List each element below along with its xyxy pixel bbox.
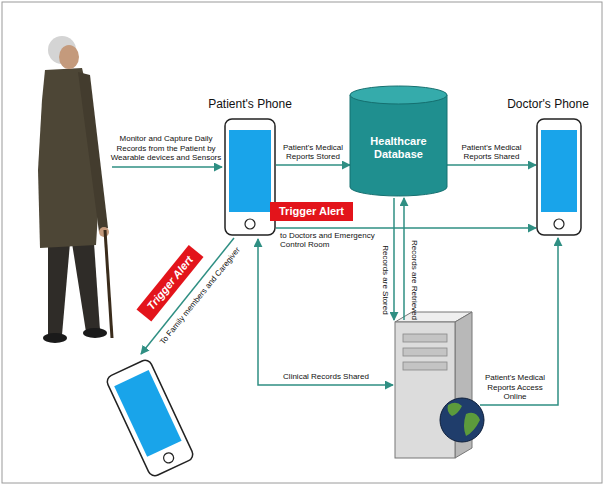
phone-node: Doctor's Phone (536, 118, 582, 236)
alert-text: Trigger Alert (279, 205, 344, 218)
database-label: Healthcare Database (357, 135, 440, 161)
cylinder-top (350, 86, 447, 104)
globe-land (448, 403, 481, 436)
drive-bay (403, 348, 447, 356)
phone-title: Patient's Phone (208, 97, 292, 111)
phone-shape (536, 118, 582, 236)
phone-body (225, 119, 275, 235)
connector-arrow (447, 164, 536, 166)
edge-label: Patient's Medical Reports Shared (450, 143, 533, 161)
leg (72, 243, 100, 332)
elderly-patient-figure (38, 36, 112, 343)
phone-screen (229, 130, 271, 212)
annotation-label: Records are Stored (380, 245, 389, 314)
annotation-label: Clinical Records Shared (262, 372, 390, 381)
face (59, 45, 79, 69)
connector-arrow (276, 227, 536, 229)
family-alert-arrow (141, 238, 234, 354)
cylinder-body (350, 95, 447, 196)
cane (105, 230, 112, 338)
alert-box: Trigger Alert (270, 202, 353, 221)
phone-body (105, 358, 195, 478)
arm (78, 72, 108, 232)
edge-label: to Doctors and Emergency Control Room (280, 231, 375, 249)
phone-screen (114, 370, 181, 457)
globe (440, 398, 484, 442)
edge-label: Patient's Medical Reports Stored (279, 143, 347, 161)
leg (48, 243, 70, 335)
phone-shape (224, 118, 276, 236)
annotation-label: Records are Retrieved (409, 240, 418, 320)
phone-title: Doctor's Phone (507, 97, 589, 111)
phone-body (537, 119, 581, 235)
shoe (43, 333, 67, 343)
family-phone (105, 358, 195, 478)
database-cylinder: Healthcare Database (350, 86, 447, 196)
phone-button (245, 219, 255, 229)
retrieve-arrow (403, 198, 405, 320)
phone-button (162, 451, 175, 464)
shoe (83, 328, 107, 338)
store-arrow (393, 198, 395, 320)
annotation-label: Patient's Medical Reports Access Online (476, 373, 554, 401)
annotation-label: Monitor and Capture Daily Records from t… (110, 134, 222, 162)
connector-arrow (276, 164, 350, 166)
phone-button (554, 219, 564, 229)
phone-screen (541, 130, 577, 212)
drive-bay (403, 334, 447, 342)
phone-node: Patient's Phone (224, 118, 276, 236)
server-front (395, 322, 455, 458)
capture-arrow (112, 166, 222, 168)
drive-bay (403, 362, 447, 370)
server-computer (395, 312, 484, 458)
clinical-records-arrow (258, 239, 393, 385)
